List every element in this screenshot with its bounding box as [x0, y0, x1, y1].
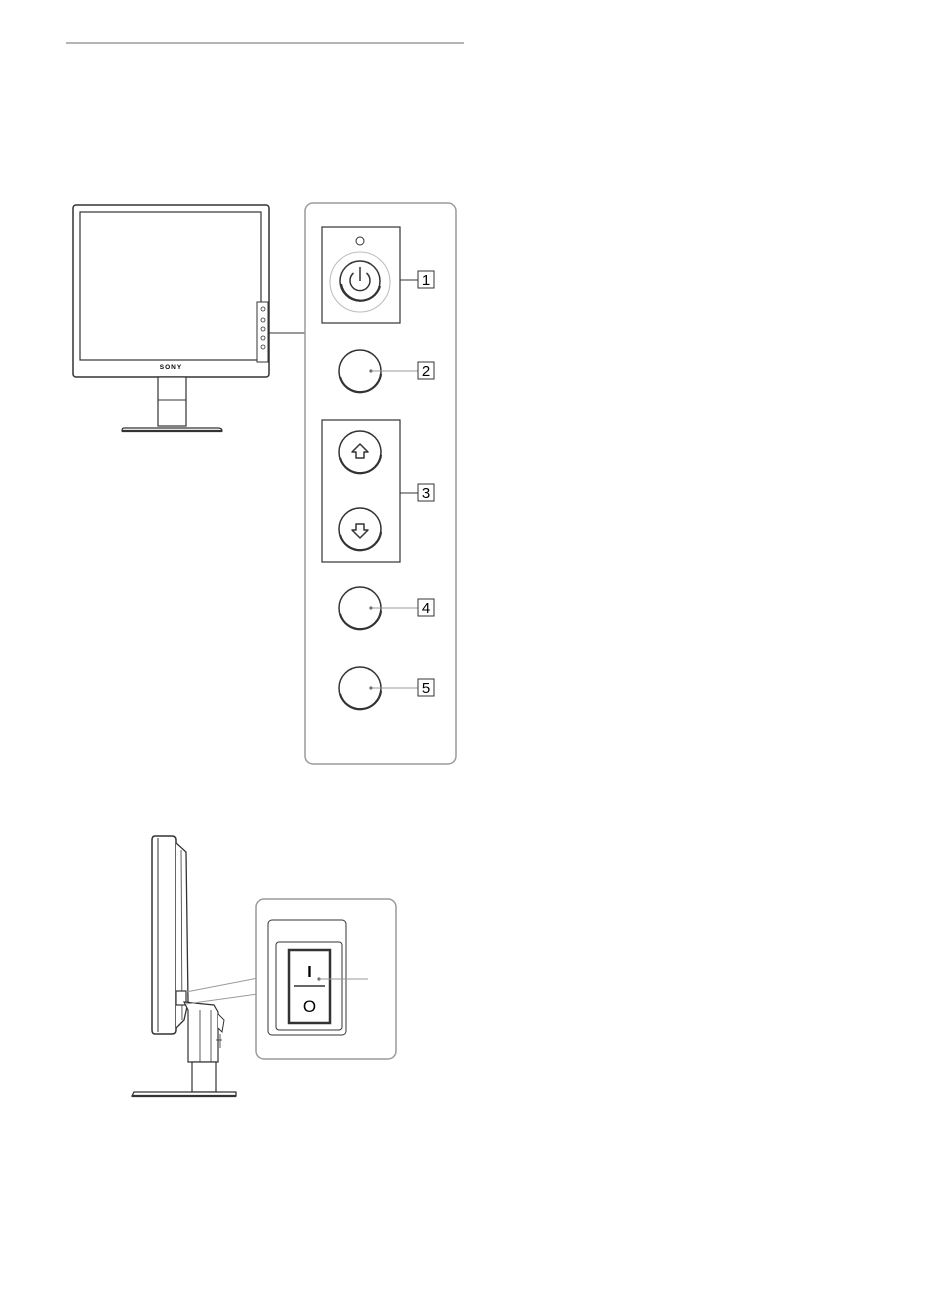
power-button[interactable] — [340, 261, 380, 301]
callout-5: 5 — [422, 680, 430, 697]
power-indicator — [356, 237, 364, 245]
monitor-front-view: SONY — [73, 205, 305, 431]
callout-4: 4 — [422, 600, 430, 617]
down-button[interactable] — [339, 508, 381, 550]
brand-logo: SONY — [160, 364, 182, 371]
callout-3: 3 — [422, 485, 430, 502]
callout-2: 2 — [422, 363, 430, 380]
switch-on-symbol: I — [307, 964, 311, 981]
main-power-switch[interactable]: I O — [289, 950, 330, 1023]
up-button[interactable] — [339, 431, 381, 473]
switch-off-symbol: O — [303, 997, 316, 1016]
callout-1: 1 — [422, 272, 430, 289]
power-switch-enlarged: I O — [256, 899, 396, 1059]
control-panel-enlarged: 1 2 3 4 — [305, 203, 456, 764]
monitor-side-view — [132, 836, 258, 1096]
